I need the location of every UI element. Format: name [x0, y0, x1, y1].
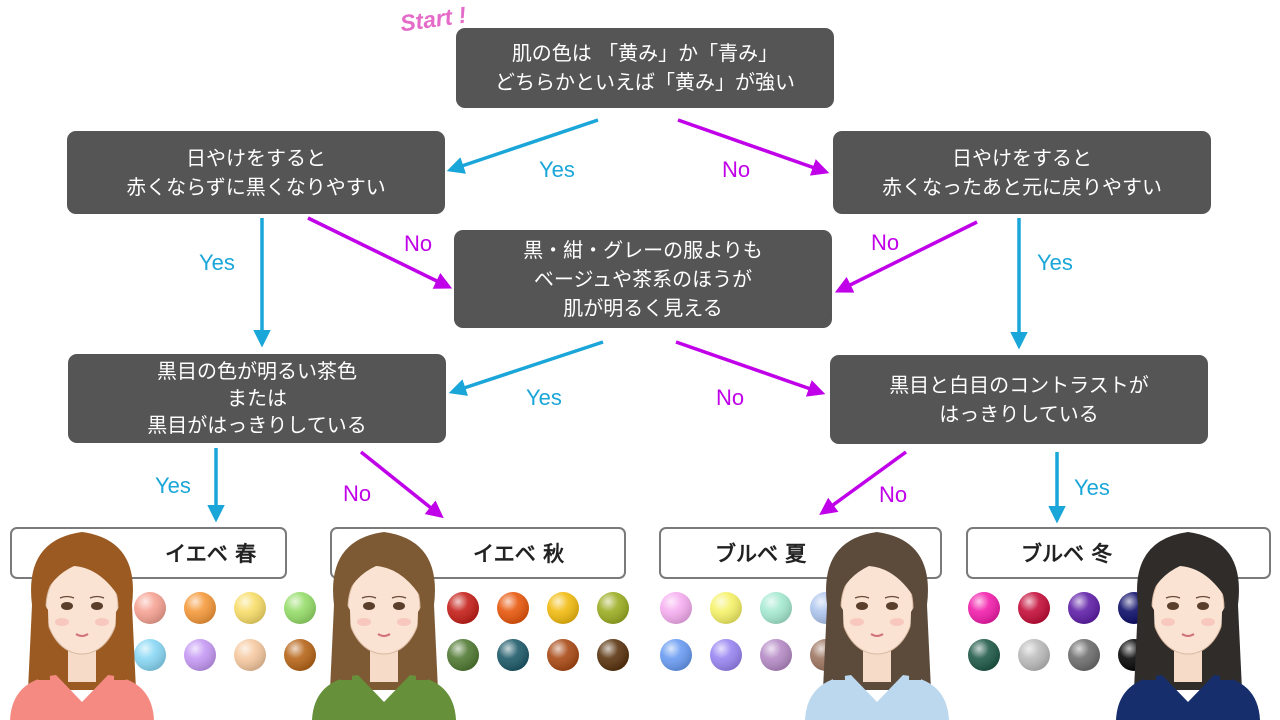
color-swatch [710, 639, 742, 671]
arrow-q2r-no [834, 220, 978, 293]
question-eye-contrast: 黒目と白目のコントラストが はっきりしている [830, 355, 1208, 444]
color-swatch [447, 639, 479, 671]
edge-label-no: No [343, 481, 372, 506]
edge-label-no: No [879, 482, 908, 507]
question-line: 赤くなったあと元に戻りやすい [882, 174, 1162, 199]
color-swatch [184, 592, 216, 624]
arrow-q1-yes [446, 118, 599, 174]
edge-label-no: No [871, 230, 900, 255]
color-swatch [234, 592, 266, 624]
question-line: はっきりしている [939, 401, 1099, 426]
question-line: 黒目の色が明るい茶色 [157, 359, 357, 383]
color-swatch [760, 592, 792, 624]
color-swatch [710, 592, 742, 624]
result-title: ブルベ 夏 [715, 542, 807, 566]
result-title: ブルベ 冬 [1021, 542, 1113, 566]
edge-label-yes: Yes [199, 250, 235, 275]
question-tan-dark: 日やけをすると 赤くならずに黒くなりやすい [67, 131, 445, 214]
color-swatch [284, 639, 316, 671]
edge-label-no: No [716, 385, 745, 410]
edge-label-yes: Yes [1037, 250, 1073, 275]
edge-label-no: No [722, 157, 751, 182]
question-line: 黒目がはっきりしている [147, 413, 367, 437]
color-swatch [1018, 639, 1050, 671]
woman-illustration [312, 532, 456, 720]
question-line: 肌が明るく見える [563, 295, 723, 320]
color-swatch [447, 592, 479, 624]
color-swatch [968, 592, 1000, 624]
woman-illustration [1116, 532, 1260, 720]
color-swatch [1068, 639, 1100, 671]
question-eye-color: 黒目の色が明るい茶色 または 黒目がはっきりしている [68, 354, 446, 443]
edge-label-yes: Yes [539, 157, 575, 182]
color-swatch [547, 592, 579, 624]
arrow-q2l-no [307, 216, 453, 289]
question-line: または [227, 386, 287, 410]
arrow-q1-no [677, 118, 830, 176]
color-swatch [184, 639, 216, 671]
result-title: イエベ 春 [165, 542, 257, 566]
color-swatch [134, 592, 166, 624]
color-swatch [284, 592, 316, 624]
color-swatch [597, 592, 629, 624]
color-swatch [660, 592, 692, 624]
color-swatch [497, 592, 529, 624]
color-swatch [760, 639, 792, 671]
question-clothes-color: 黒・紺・グレーの服よりも ベージュや茶系のほうが 肌が明るく見える [454, 230, 832, 328]
color-swatch [597, 639, 629, 671]
arrow-q4l-no [359, 450, 444, 519]
result-title: イエベ 秋 [473, 542, 565, 566]
arrow-q3-no [675, 340, 826, 397]
color-swatch [660, 639, 692, 671]
question-line: 黒・紺・グレーの服よりも [523, 237, 763, 262]
color-swatch [134, 639, 166, 671]
edge-label-yes: Yes [155, 473, 191, 498]
question-line: どちらかといえば「黄み」が強い [495, 70, 795, 94]
question-line: 黒目と白目のコントラストが [889, 372, 1149, 397]
question-line: 肌の色は 「黄み」か「青み」 [511, 41, 779, 65]
color-swatch [1068, 592, 1100, 624]
question-line: 日やけをすると [186, 145, 326, 170]
woman-illustration [805, 532, 949, 720]
arrow-q4r-no [819, 450, 908, 516]
question-skin-tone: 肌の色は 「黄み」か「青み」 どちらかといえば「黄み」が強い [456, 28, 834, 108]
question-line: 日やけをすると [952, 145, 1092, 170]
question-line: ベージュや茶系のほうが [533, 266, 753, 291]
color-swatch [547, 639, 579, 671]
question-tan-red: 日やけをすると 赤くなったあと元に戻りやすい [833, 131, 1211, 214]
edge-label-yes: Yes [1074, 475, 1110, 500]
color-swatch [968, 639, 1000, 671]
question-line: 赤くならずに黒くなりやすい [126, 174, 386, 199]
woman-illustration [10, 532, 154, 720]
color-swatch [234, 639, 266, 671]
arrow-q3-yes [448, 340, 604, 396]
color-swatch [1018, 592, 1050, 624]
color-swatch [497, 639, 529, 671]
edge-label-no: No [404, 231, 433, 256]
edge-label-yes: Yes [526, 385, 562, 410]
